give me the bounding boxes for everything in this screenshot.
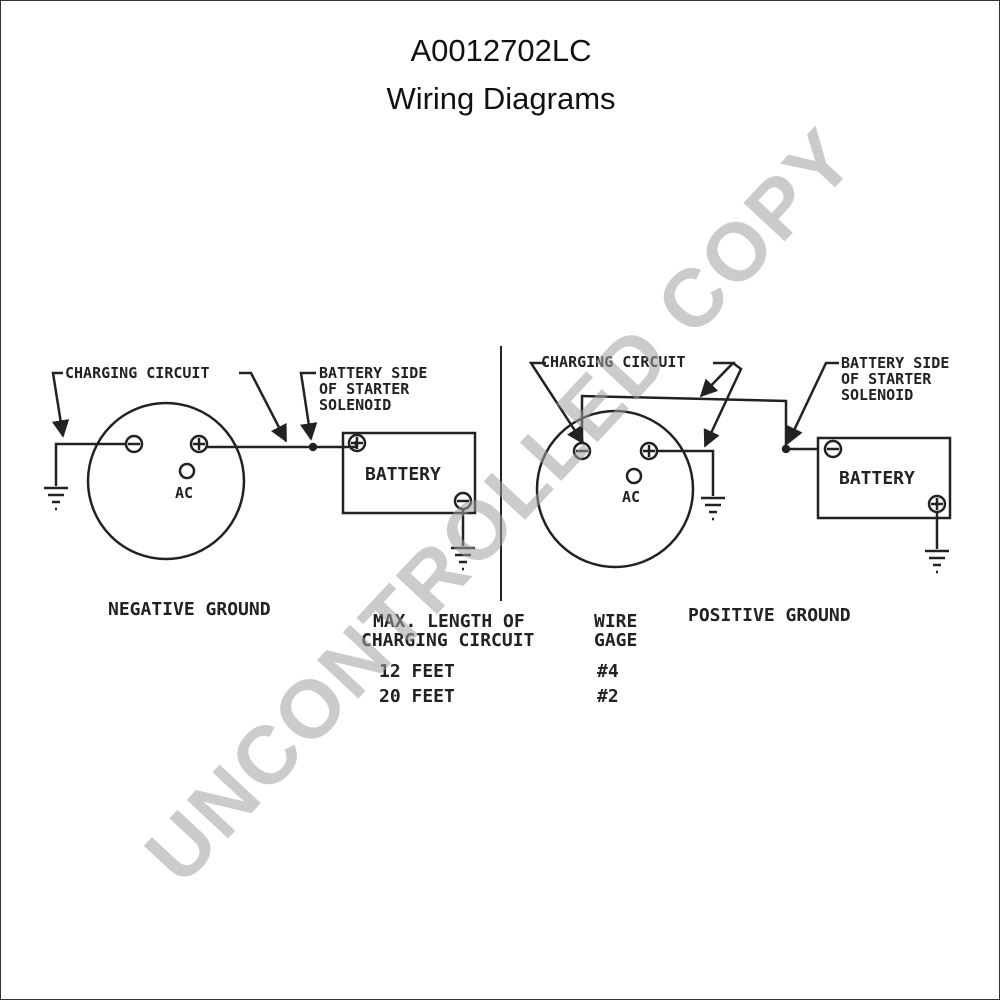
left-charging-circuit-label: CHARGING CIRCUIT [65, 364, 210, 382]
left-battery-side-line1: BATTERY SIDE [319, 364, 427, 382]
left-alternator [86, 401, 246, 561]
positive-ground-caption: POSITIVE GROUND [688, 605, 851, 626]
left-battery-side-line2: OF STARTER [319, 380, 410, 398]
right-battery-side-line3: SOLENOID [841, 386, 913, 404]
table-header-gage-line1: WIRE [594, 611, 637, 632]
right-battery-label: BATTERY [839, 468, 915, 489]
table-header-gage-line2: GAGE [594, 630, 637, 651]
right-alternator [535, 409, 695, 569]
left-battery-box [341, 431, 477, 515]
table-row-2-gage: #2 [597, 686, 619, 707]
right-solenoid-junction [781, 444, 791, 454]
negative-ground-caption: NEGATIVE GROUND [108, 599, 271, 620]
left-battery-label: BATTERY [365, 464, 441, 485]
table-row-2-length: 20 FEET [379, 686, 455, 707]
left-solenoid-junction [308, 442, 318, 452]
table-header-length-line1: MAX. LENGTH OF [373, 611, 525, 632]
negative-ground-labels: CHARGING CIRCUIT BATTERY SIDE OF STARTER… [65, 364, 441, 620]
negative-ground-diagram [44, 371, 477, 571]
right-battery-box [816, 436, 952, 520]
right-battery-side-line1: BATTERY SIDE [841, 354, 949, 372]
right-ac-label: AC [622, 488, 640, 506]
wire-gage-table: MAX. LENGTH OF CHARGING CIRCUIT WIRE GAG… [361, 611, 637, 707]
left-ac-label: AC [175, 484, 193, 502]
left-pos-terminal [189, 434, 209, 454]
table-row-1-length: 12 FEET [379, 661, 455, 682]
part-number-title: A0012702LC [410, 33, 592, 68]
positive-ground-labels: CHARGING CIRCUIT BATTERY SIDE OF STARTER… [541, 353, 949, 626]
right-charging-circuit-label: CHARGING CIRCUIT [541, 353, 686, 371]
positive-ground-diagram [528, 361, 952, 574]
right-battery-side-line2: OF STARTER [841, 370, 932, 388]
left-ac-terminal [178, 462, 196, 480]
table-header-length-line2: CHARGING CIRCUIT [361, 630, 535, 651]
right-ac-terminal [625, 467, 643, 485]
table-row-1-gage: #4 [597, 661, 619, 682]
wiring-diagrams-subtitle: Wiring Diagrams [386, 81, 616, 116]
left-battery-side-line3: SOLENOID [319, 396, 391, 414]
